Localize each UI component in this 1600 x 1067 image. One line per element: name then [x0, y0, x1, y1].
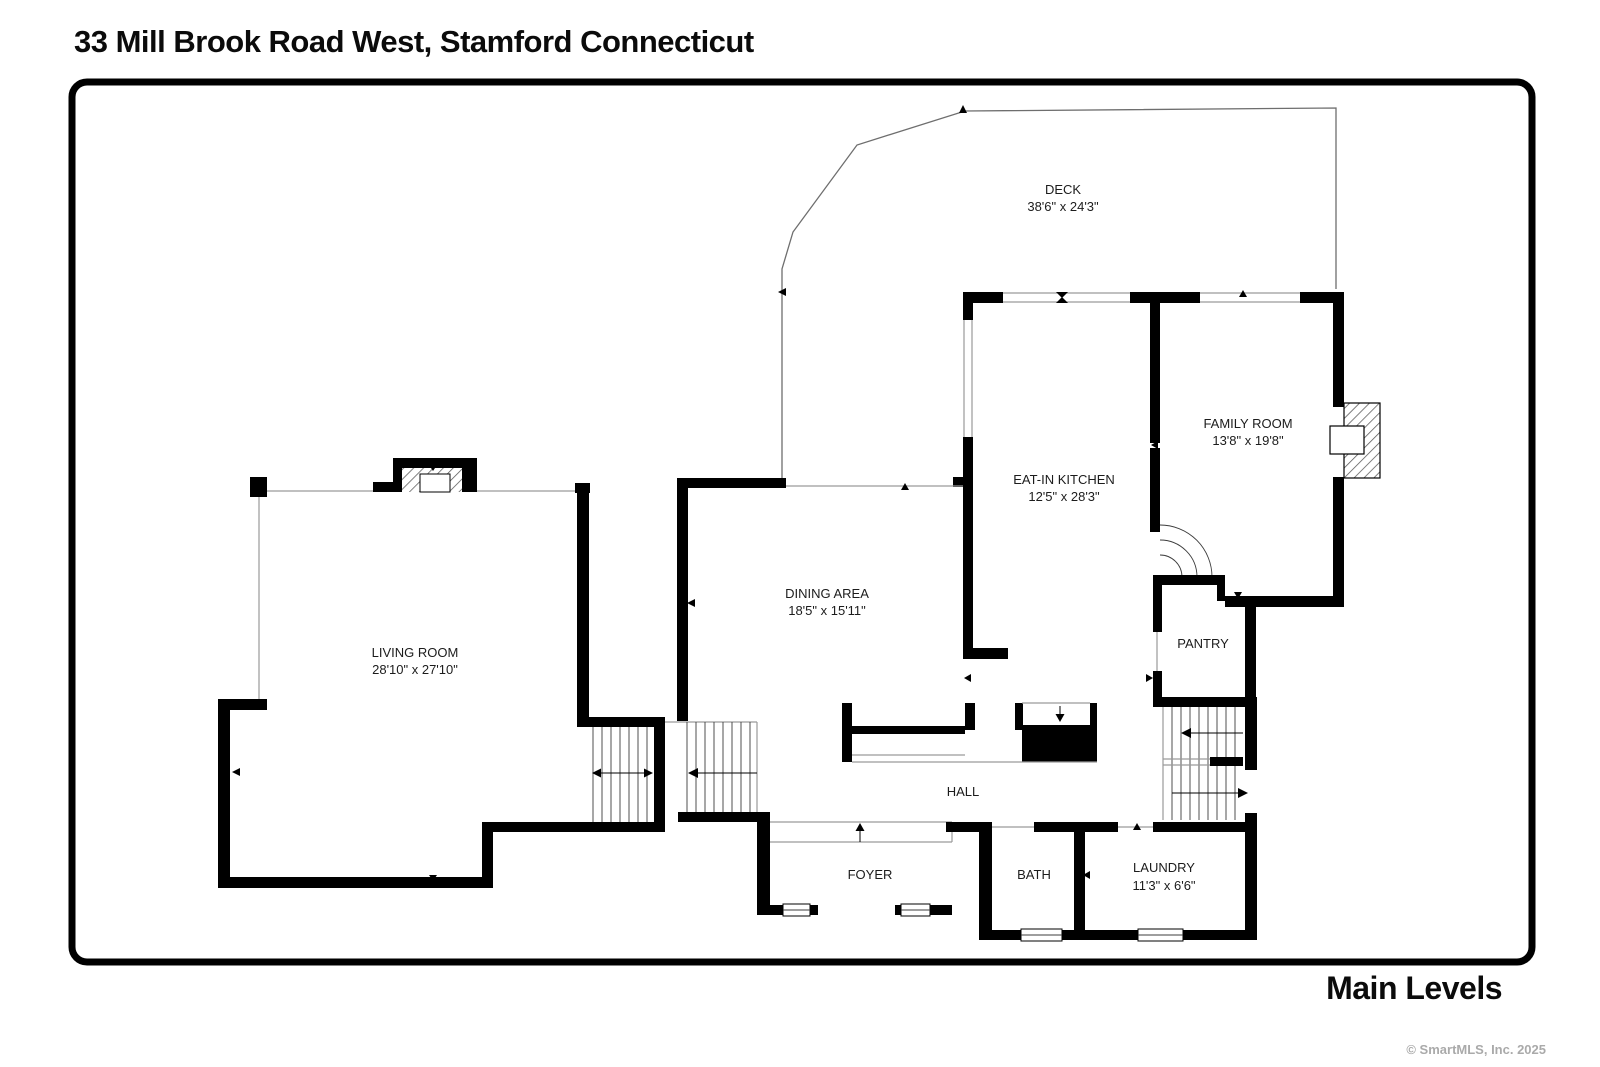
entry-arrow-icon [855, 823, 865, 831]
living-room-dims: 28'10" x 27'10" [372, 662, 458, 677]
fireplace-marker-icon [429, 465, 437, 471]
family-room-firebox [1329, 425, 1365, 455]
bath-label: BATH [1017, 867, 1051, 882]
family-room-label: FAMILY ROOM [1203, 416, 1292, 431]
window-marker-icon [1056, 297, 1068, 303]
door-marker-icon [1234, 592, 1242, 599]
door-marker-icon [964, 674, 971, 682]
stair-direction-arrow-icon [1238, 788, 1248, 798]
page-title: 33 Mill Brook Road West, Stamford Connec… [74, 24, 754, 59]
door-marker-icon [687, 599, 695, 607]
deck-dims: 38'6" x 24'3" [1027, 199, 1099, 214]
copyright-notice: © SmartMLS, Inc. 2025 [1406, 1042, 1546, 1057]
deck-marker-arrow-icon [959, 105, 967, 113]
living-room-label: LIVING ROOM [372, 645, 459, 660]
living-room-fireplace [393, 458, 477, 493]
opening-marker-icon [901, 483, 909, 490]
door-marker-icon [429, 875, 437, 881]
living-room-firebox [419, 473, 451, 493]
curved-steps [1159, 554, 1183, 578]
laundry-dims: 11'3" x 6'6" [1132, 878, 1195, 893]
stair-direction-arrow-icon [644, 768, 653, 778]
door-marker-icon [1146, 674, 1153, 682]
family-room-dims: 13'8" x 19'8" [1212, 433, 1284, 448]
kitchen-dims: 12'5" x 28'3" [1028, 489, 1100, 504]
dining-dims: 18'5" x 15'11" [788, 603, 866, 618]
foyer-label: FOYER [848, 867, 893, 882]
plan-level-label: Main Levels [1326, 970, 1502, 1006]
window-marker-icon [1239, 290, 1247, 297]
north-wall [965, 290, 1344, 303]
deck-outline [778, 105, 1337, 480]
deck-label: DECK [1045, 182, 1081, 197]
entry-staircase [665, 721, 758, 822]
dining-walls [677, 478, 963, 721]
door-marker-icon [1133, 823, 1141, 830]
pantry-walls [1146, 575, 1256, 707]
laundry-label: LAUNDRY [1133, 860, 1195, 875]
kitchen-label: EAT-IN KITCHEN [1013, 472, 1115, 487]
curved-steps [1159, 524, 1213, 578]
back-staircase [1162, 697, 1257, 820]
stair-direction-arrow-icon [592, 768, 601, 778]
hall-closet [842, 702, 1097, 763]
stair-direction-arrow-icon [688, 768, 698, 778]
door-marker-icon [1083, 871, 1090, 879]
window-marker-icon [1056, 292, 1068, 298]
main-staircase [577, 717, 665, 832]
plan-border [68, 78, 1536, 966]
stair-direction-arrow-icon [1181, 728, 1191, 738]
hall-label: HALL [947, 784, 980, 799]
pantry-label: PANTRY [1177, 636, 1229, 651]
dining-label: DINING AREA [785, 586, 869, 601]
kitchen-family-divider [1150, 297, 1213, 578]
kitchen-walls [953, 292, 1008, 682]
family-room-walls [1151, 292, 1381, 607]
stair-void [1022, 725, 1097, 762]
door-marker-icon [232, 768, 240, 776]
deck-marker-arrow-icon [778, 288, 786, 296]
bath-laundry-walls [979, 813, 1257, 942]
foyer-walls [757, 812, 992, 940]
living-room-walls [218, 458, 665, 888]
door-marker-icon [1055, 714, 1065, 722]
curved-steps [1159, 539, 1198, 578]
